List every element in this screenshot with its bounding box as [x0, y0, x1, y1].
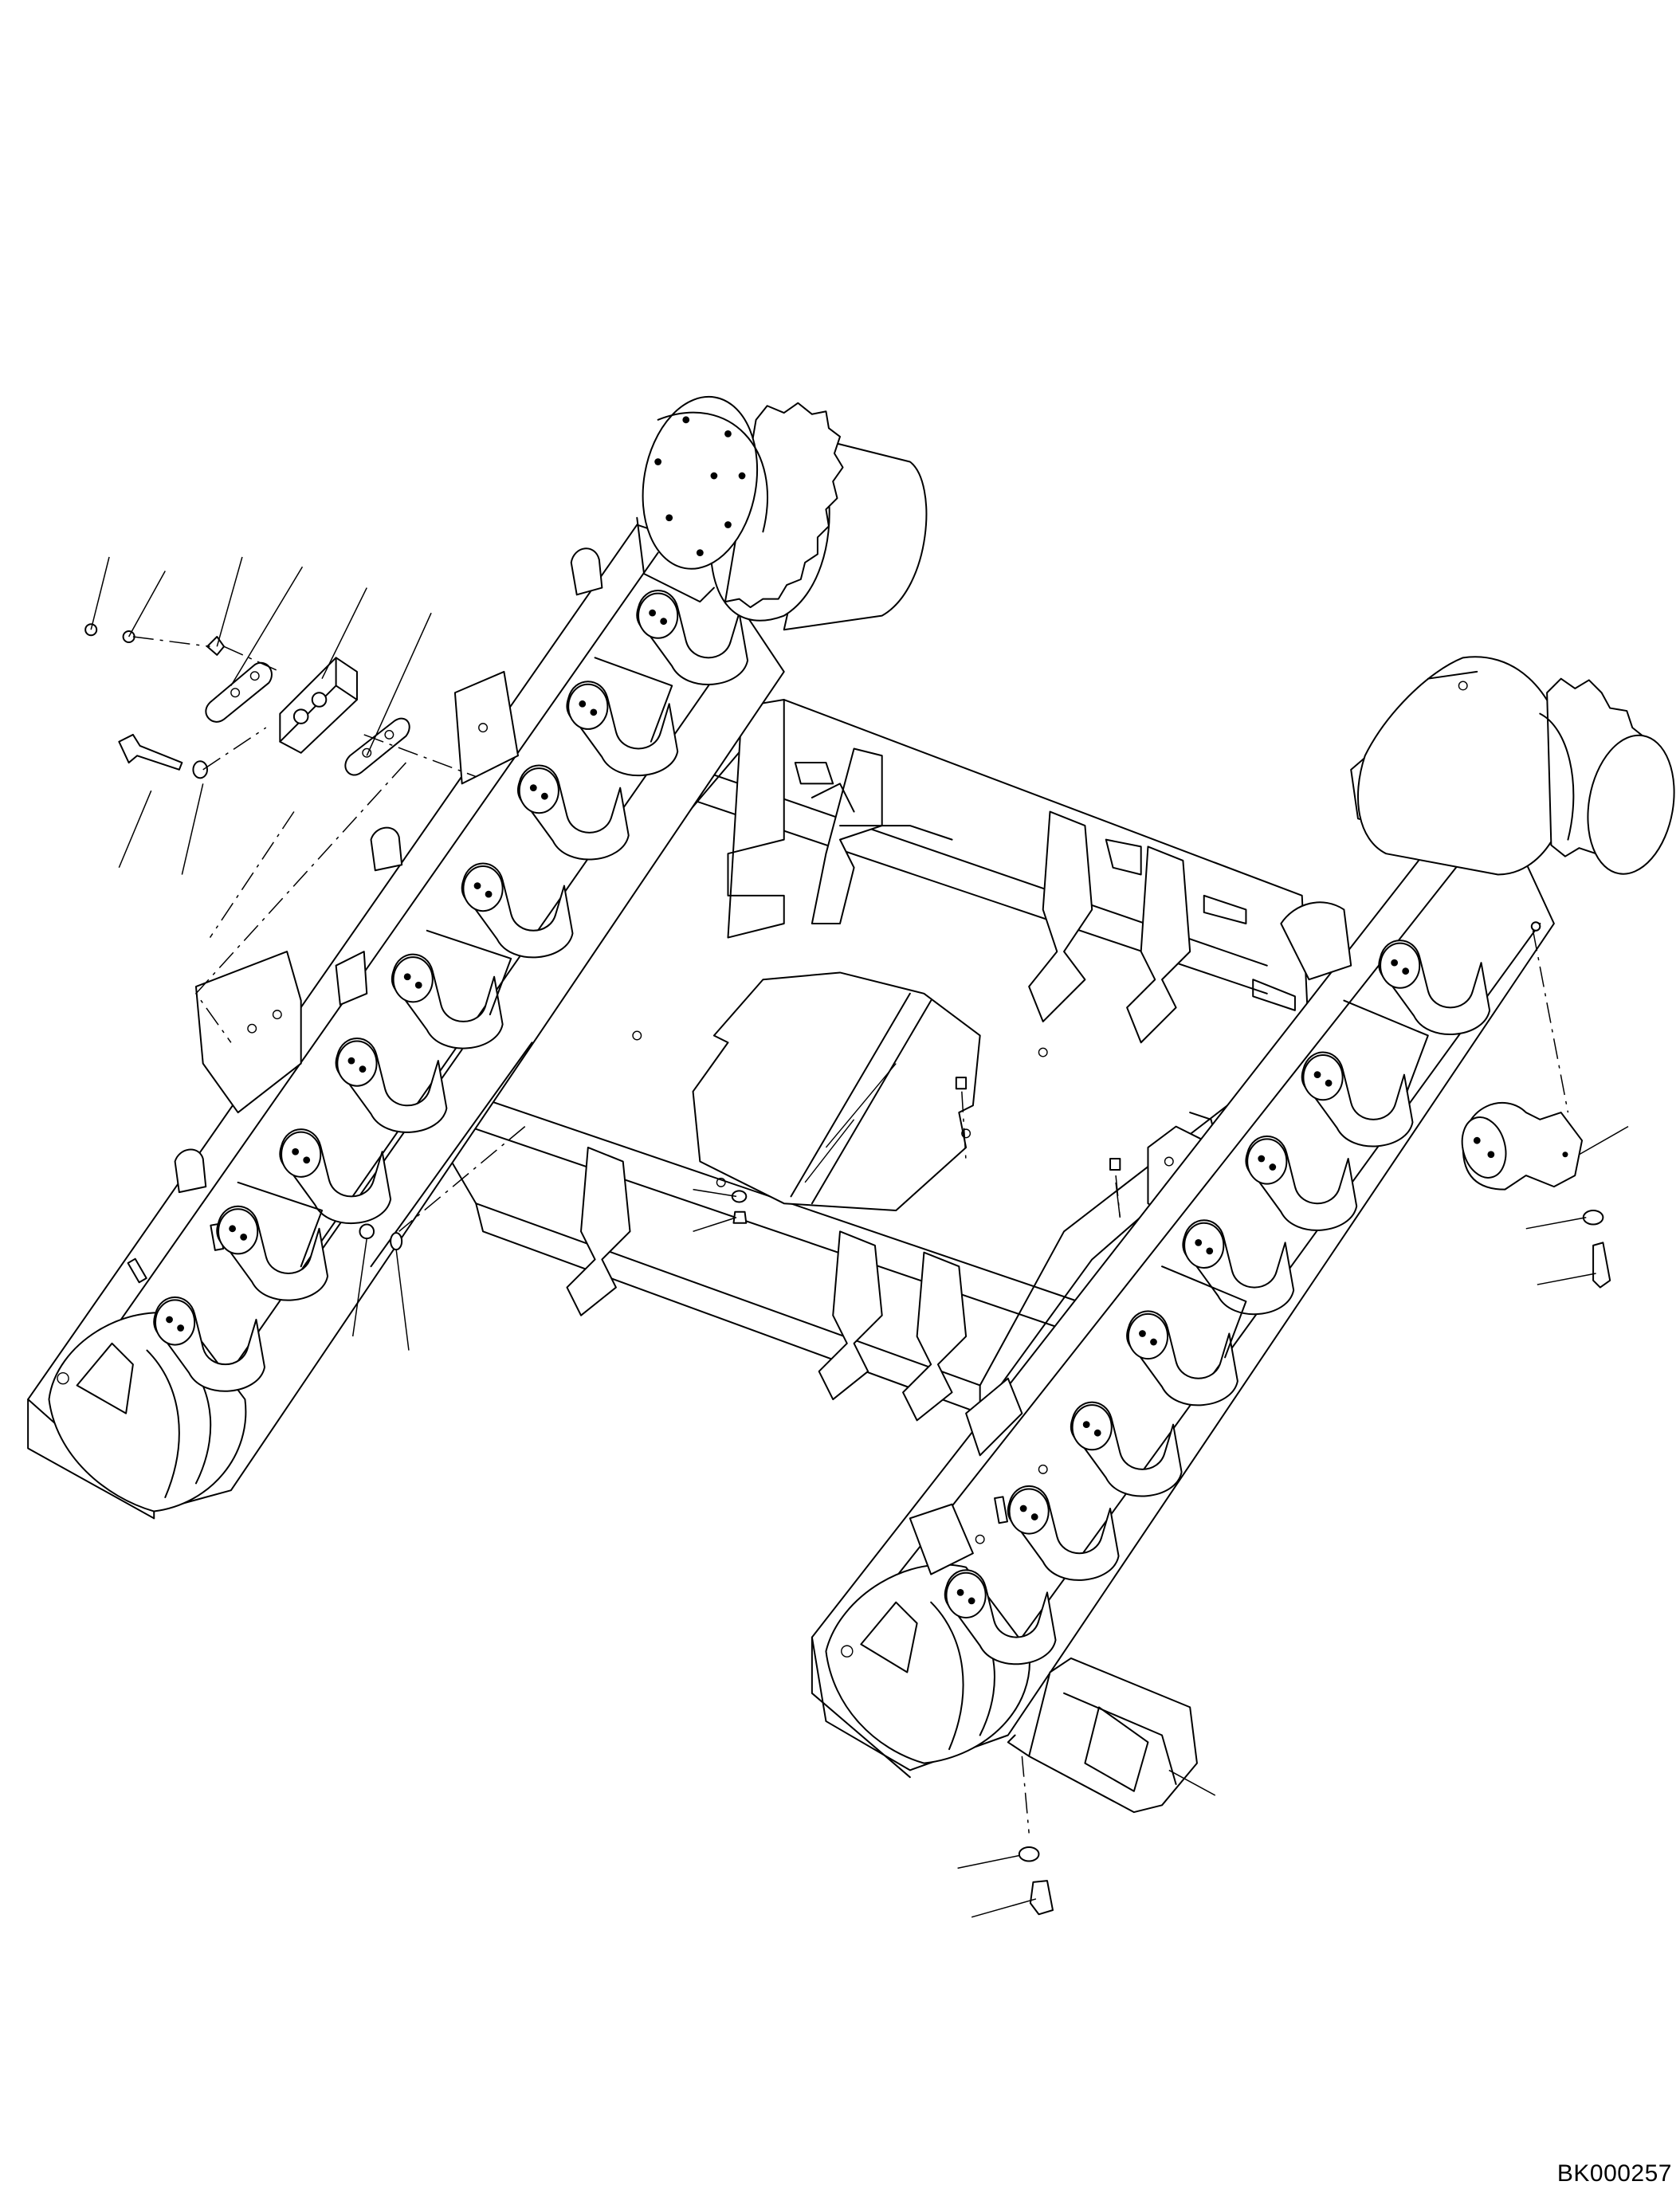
exploded-washer	[193, 761, 207, 778]
drawing-code: BK000257	[1556, 2160, 1672, 2187]
exploded-plate-2	[345, 719, 409, 775]
exploded-roller-right	[1456, 922, 1628, 1287]
rear-track-guard	[958, 1658, 1215, 1917]
right-track-frame	[812, 679, 1554, 1778]
exploded-part-c	[207, 637, 224, 655]
right-drive-motor	[1358, 657, 1680, 881]
exploded-parts-center	[693, 1077, 1121, 1231]
exploded-guard-parts	[85, 557, 525, 1231]
left-track-rollers	[154, 590, 748, 1391]
exploded-parts-left-lower	[353, 1225, 409, 1351]
exploded-bolt	[119, 735, 182, 770]
swing-opening	[693, 972, 980, 1210]
left-drive-motor	[630, 387, 926, 630]
left-track-frame	[28, 525, 784, 1519]
right-track-rollers	[945, 940, 1490, 1664]
